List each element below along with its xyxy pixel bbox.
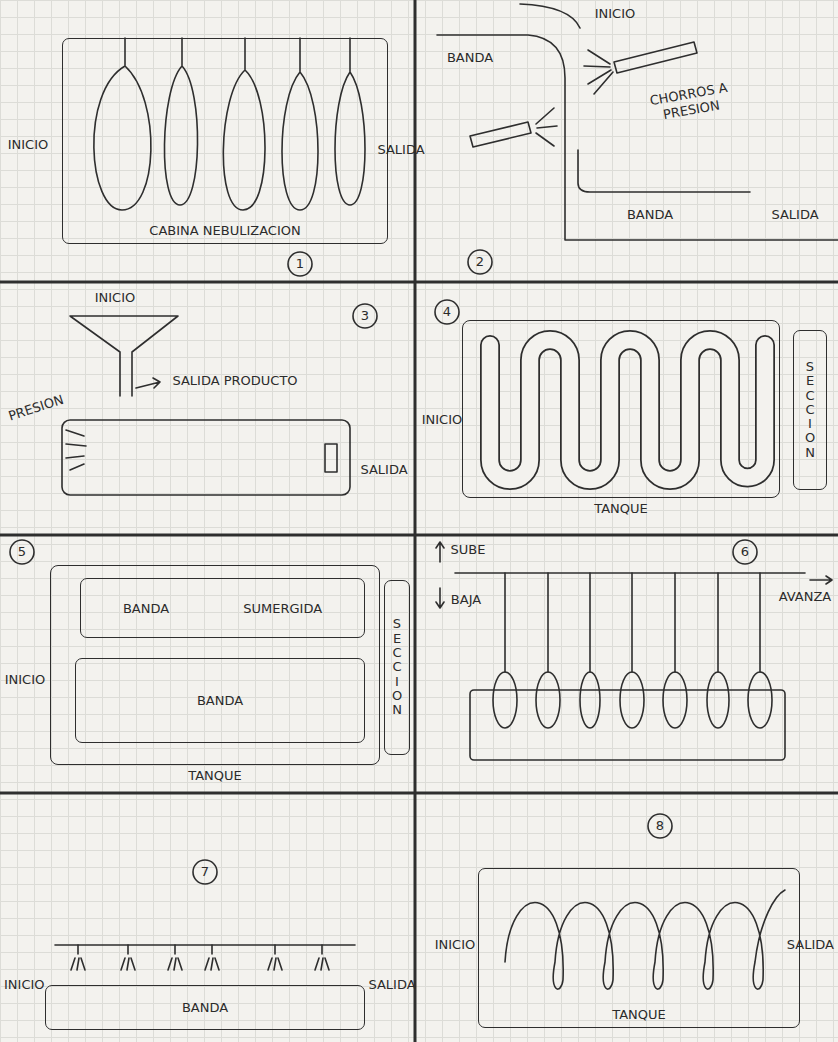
exit-label: SALIDA <box>360 462 407 478</box>
rack-bar <box>455 572 805 574</box>
node-text: TANQUE <box>612 1007 666 1022</box>
node-text: BANDA <box>197 693 243 708</box>
start-label: INICIO <box>435 937 476 953</box>
belt-box: BANDA <box>75 658 365 743</box>
number-circle <box>648 814 672 838</box>
belt-edge <box>520 4 580 28</box>
start-label: INICIO <box>422 412 463 428</box>
section-box: SECCION <box>793 330 827 490</box>
hanger <box>505 573 760 672</box>
panel-divider <box>0 534 838 537</box>
exit-label: SALIDA <box>377 142 424 158</box>
belt-edge <box>437 35 838 240</box>
callout-number: 3 <box>361 308 369 324</box>
tube-outline <box>490 340 765 480</box>
hanging-piece <box>223 38 265 210</box>
product-exit-label: SALIDA PRODUCTO <box>172 373 297 389</box>
spray-lines <box>584 50 613 94</box>
panel-divider <box>0 792 838 795</box>
exit-label: SALIDA <box>771 207 818 223</box>
callout-number: 5 <box>18 544 26 560</box>
tank: TANQUE <box>462 320 780 524</box>
node-text: BANDA <box>182 1000 228 1015</box>
hanging-piece <box>282 38 318 210</box>
motion-label: SUBE <box>451 542 486 558</box>
tube-inside <box>490 340 765 480</box>
spray-lines <box>66 430 86 470</box>
spray-bar <box>55 944 355 946</box>
node-text: TANQUE <box>50 768 380 783</box>
spray-lines <box>536 108 557 146</box>
node-text: SECCION <box>392 617 402 717</box>
node-text: BANDA SUMERGIDA <box>123 601 322 616</box>
hanging-piece <box>580 672 600 728</box>
hanging-piece <box>707 672 729 728</box>
tank-outline <box>462 320 780 498</box>
hanging-piece <box>536 672 560 728</box>
number-circle <box>193 860 217 884</box>
number-circle <box>435 300 459 324</box>
coil <box>505 890 785 989</box>
node-text: TANQUE <box>462 501 780 516</box>
motion-label: BAJA <box>451 592 481 608</box>
hanging-piece <box>164 38 197 205</box>
hanging-piece <box>94 38 151 210</box>
panel-divider <box>0 281 838 284</box>
exit-label: SALIDA <box>787 937 834 953</box>
number-circle <box>10 540 34 564</box>
callout-number: 8 <box>656 818 664 834</box>
arrow <box>136 378 160 388</box>
belt-box: BANDA SUMERGIDA <box>80 578 365 638</box>
number-circle <box>288 252 312 276</box>
number-circle <box>468 250 492 274</box>
hanging-piece <box>663 672 687 728</box>
belt-label: BANDA <box>447 50 493 66</box>
tank-outline <box>50 565 380 765</box>
motion-label: AVANZA <box>779 589 832 605</box>
hanging-piece <box>620 672 644 728</box>
number-circle <box>733 540 757 564</box>
funnel <box>70 316 178 396</box>
callout-number: 1 <box>296 256 304 272</box>
callout-number: 7 <box>201 864 209 880</box>
node-text: SECCION <box>805 360 815 460</box>
arrow <box>436 588 444 608</box>
arrow <box>436 542 444 562</box>
hanging-piece <box>335 38 365 205</box>
tank: TANQUE BANDA SUMERGIDA BANDA <box>50 565 380 791</box>
outlet <box>325 444 337 472</box>
tank: TANQUE <box>478 868 800 1028</box>
nozzle <box>614 42 697 73</box>
spray-nozzles <box>71 945 329 970</box>
hanging-piece <box>493 672 517 728</box>
callout-number: 6 <box>741 544 749 560</box>
drum <box>62 420 350 495</box>
callout-number: 2 <box>476 254 484 270</box>
start-label: INICIO <box>4 977 45 993</box>
start-label: INICIO <box>595 6 636 22</box>
belt-box: BANDA <box>45 985 365 1030</box>
start-label: INICIO <box>95 290 136 306</box>
pressure-label: PRESION <box>6 392 65 424</box>
belt-label: BANDA <box>627 207 673 223</box>
callout-number: 4 <box>443 304 451 320</box>
hanging-piece <box>748 672 772 728</box>
start-label: INICIO <box>8 137 49 153</box>
jets-label: CHORROS A PRESION <box>641 78 740 125</box>
start-label: INICIO <box>5 672 46 688</box>
belt-edge <box>578 150 750 192</box>
section-box: SECCION <box>384 580 410 755</box>
nozzle <box>470 122 531 147</box>
exit-label: SALIDA <box>368 977 415 993</box>
cabin-box: CABINA NEBULIZACION <box>62 38 388 244</box>
node-text: CABINA NEBULIZACION <box>149 223 300 238</box>
number-circle <box>353 304 377 328</box>
arrow <box>810 576 832 584</box>
